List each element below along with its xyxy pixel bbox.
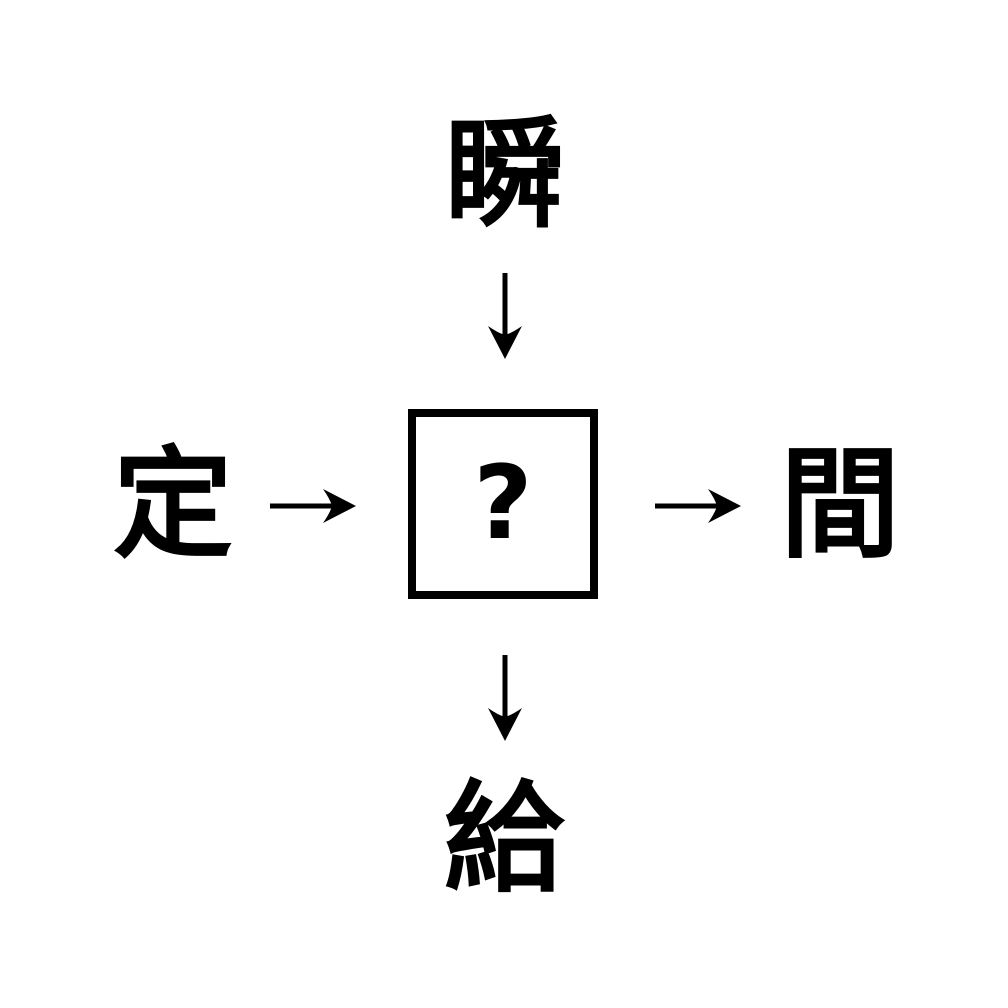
down-arrow-icon <box>485 653 525 741</box>
answer-box: ? <box>408 409 598 599</box>
kanji-top: 瞬 <box>445 106 565 245</box>
right-arrow-icon <box>653 486 741 526</box>
down-arrow-icon <box>485 271 525 359</box>
kanji-right: 間 <box>780 436 900 575</box>
question-mark: ? <box>473 444 533 563</box>
kanji-left: 定 <box>113 436 233 575</box>
right-arrow-icon <box>268 486 356 526</box>
kanji-bottom: 給 <box>444 770 564 909</box>
